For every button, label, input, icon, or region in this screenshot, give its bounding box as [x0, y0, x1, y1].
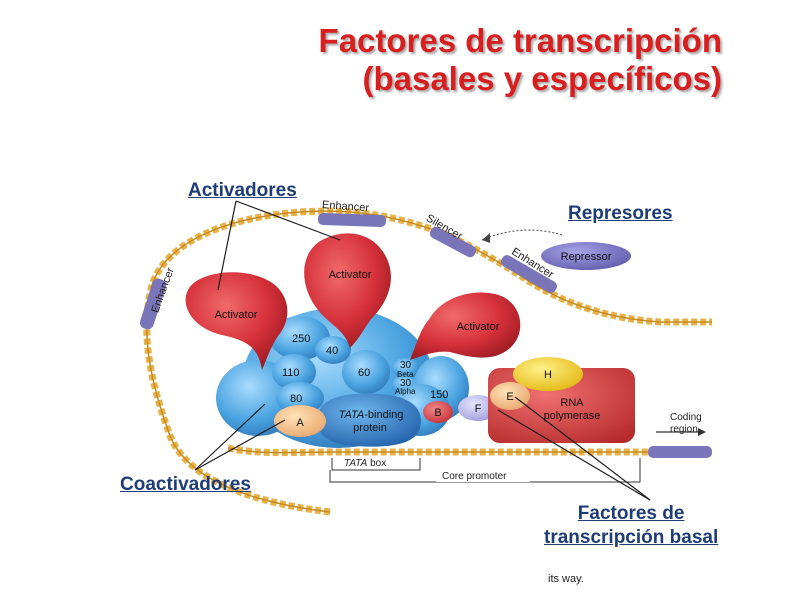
activator-right-label: Activator [457, 321, 500, 333]
coactivator-30-beta-num: 30 [400, 360, 412, 371]
repressor-arrow [481, 229, 563, 241]
dna-strand [143, 207, 712, 516]
coactivator-30-alpha-num: 30 [400, 378, 412, 389]
factor-b-label: B [434, 407, 441, 419]
promoter-dna-segment [648, 446, 712, 458]
factor-f-label: F [475, 403, 482, 415]
slide-title: Factores de transcripción (basales y esp… [202, 22, 722, 98]
enhancer-segment-top [317, 212, 387, 228]
callout-lines [194, 200, 651, 501]
coactivadores-line-2 [194, 419, 286, 471]
coding-label-2: region [670, 424, 698, 435]
tbp-rest: -binding [364, 409, 403, 421]
core-promoter-label: Core promoter [442, 471, 507, 482]
enhancer-segment-right [500, 255, 558, 293]
tbp-label-line1: TATA-binding [339, 409, 404, 421]
coactivator-40: 40 [326, 345, 338, 357]
activator-left-label: Activator [215, 309, 258, 321]
tbp-label-line2: protein [353, 422, 387, 434]
basal-line-1 [497, 409, 651, 501]
factor-b [423, 401, 453, 423]
coactivadores-callout: Coactivadores [120, 474, 251, 495]
activator-center-label: Activator [329, 269, 372, 281]
coactivadores-line-1 [194, 403, 266, 471]
tbp-italic: TATA [339, 409, 365, 421]
activadores-line-2 [235, 200, 341, 241]
tata-binding-protein [317, 393, 421, 447]
tata-box-label: TATA box [344, 458, 386, 469]
tata-box-rest: box [367, 458, 386, 469]
coactivator-80: 80 [290, 393, 302, 405]
activadores-callout: Activadores [188, 180, 297, 201]
coactivator-60: 60 [358, 367, 370, 379]
tata-box-italic: TATA [344, 458, 368, 469]
basal-factors-callout: Factores de transcripción basal [544, 502, 718, 550]
repressor-label: Repressor [561, 251, 612, 263]
activator-center [304, 233, 391, 348]
coactivator-150: 150 [430, 389, 448, 401]
activator-left [185, 272, 288, 370]
factor-h [513, 357, 583, 391]
enhancer-segment-left [139, 278, 167, 330]
repressor-protein [541, 242, 631, 270]
factor-e-label: E [506, 391, 513, 403]
title-line-1: Factores de transcripción [318, 22, 722, 59]
coding-arrowhead [698, 428, 706, 436]
factor-a [274, 405, 326, 437]
coactivator-110: 110 [282, 367, 300, 379]
tata-box-bracket [331, 458, 421, 471]
core-promoter-label-bg [436, 468, 530, 482]
basal-factors-line-2: transcripción basal [544, 527, 719, 548]
factor-e [490, 382, 530, 410]
repressor-arrowhead [482, 233, 490, 243]
basal-line-2 [514, 396, 651, 501]
silencer-segment [429, 226, 477, 258]
activadores-line-1 [217, 200, 237, 291]
rna-pol-line2: polymerase [544, 410, 601, 422]
factor-h-label: H [544, 369, 552, 381]
factor-a-label: A [296, 417, 304, 429]
figure-caption-fragment: its way. [548, 573, 584, 585]
enhancer-top-label: Enhancer [322, 199, 370, 214]
coactivator-250: 250 [292, 333, 310, 345]
coactivator-30-alpha: Alpha [395, 387, 416, 396]
rna-pol-line1: RNA [560, 397, 584, 409]
coactivator-30-beta: Beta [397, 370, 414, 379]
title-line-2: (basales y específicos) [362, 60, 722, 97]
coding-label-1: Coding [670, 412, 702, 423]
basal-factors-line-1: Factores de [577, 503, 685, 524]
activator-right [410, 292, 521, 360]
represores-callout: Represores [568, 203, 673, 224]
